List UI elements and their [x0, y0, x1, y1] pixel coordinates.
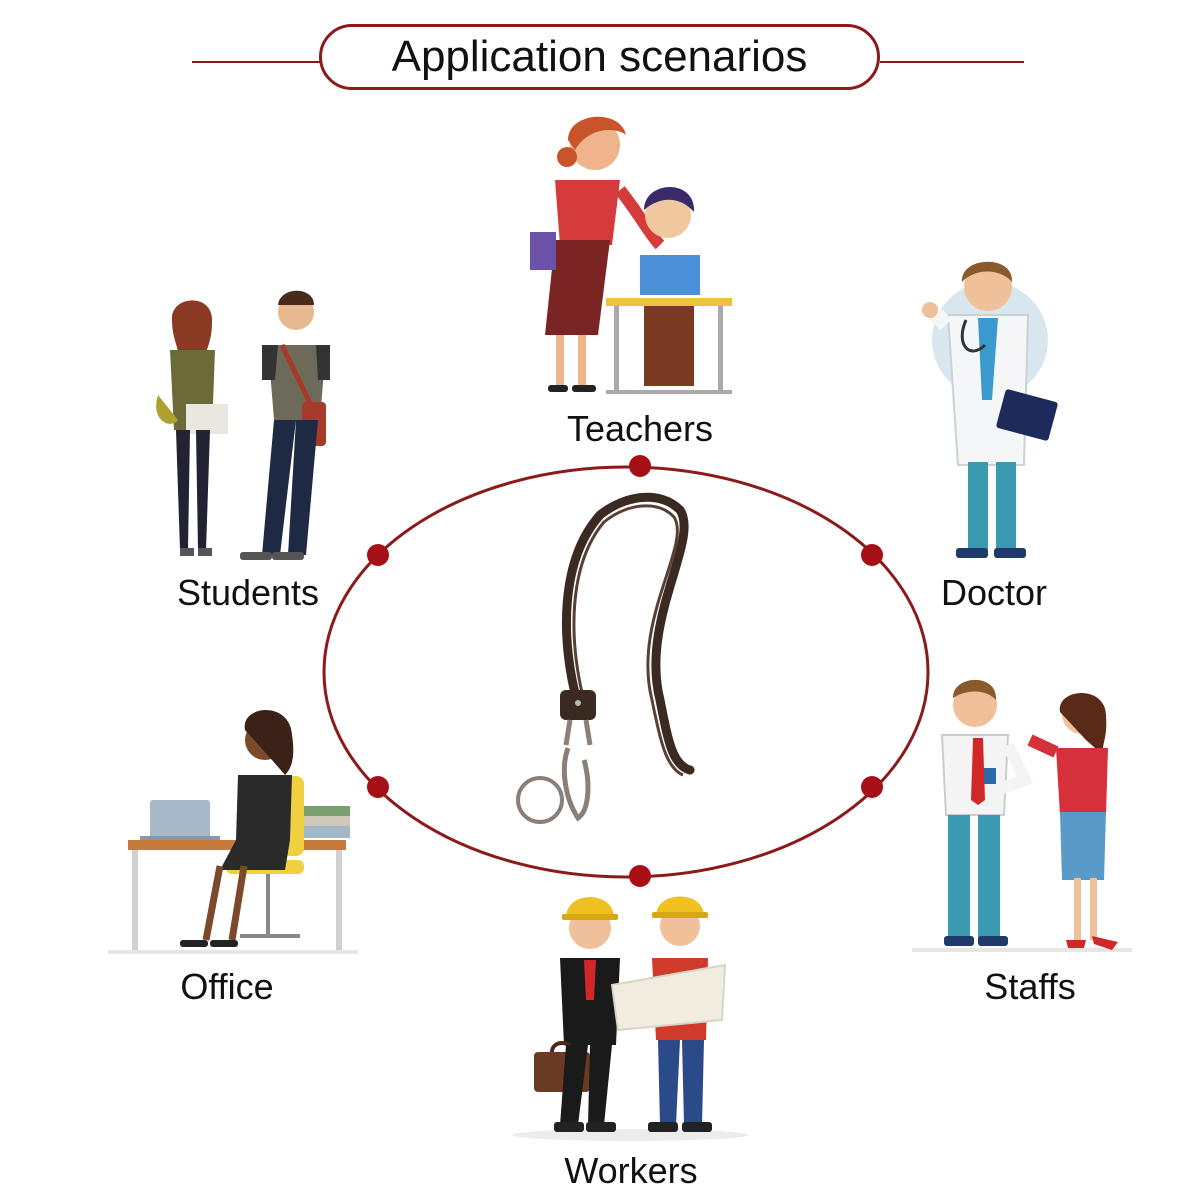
workers-illustration [512, 896, 748, 1141]
students-illustration [156, 290, 330, 560]
doctor-illustration [922, 261, 1058, 558]
ring-dot-top [629, 455, 651, 477]
label-teachers: Teachers [566, 408, 714, 449]
label-staffs: Staffs [984, 966, 1076, 1007]
ring-dot-upper-right [861, 544, 883, 566]
label-doctor: Doctor [940, 572, 1048, 613]
office-illustration [108, 710, 358, 954]
label-office: Office [180, 966, 274, 1007]
label-students: Students [176, 572, 320, 613]
staffs-illustration [912, 679, 1132, 952]
teacher-illustration [530, 116, 732, 394]
scenario-ring [322, 465, 930, 879]
label-workers: Workers [564, 1150, 698, 1191]
title-rule-right [880, 61, 1024, 63]
ring-dot-lower-right [861, 776, 883, 798]
title-rule-left [192, 61, 320, 63]
ring-dot-lower-left [367, 776, 389, 798]
ring-dot-bottom [629, 865, 651, 887]
lanyard-icon [516, 492, 695, 824]
ring-dots [367, 455, 883, 887]
page-title: Application scenarios [319, 24, 880, 90]
ring-dot-upper-left [367, 544, 389, 566]
